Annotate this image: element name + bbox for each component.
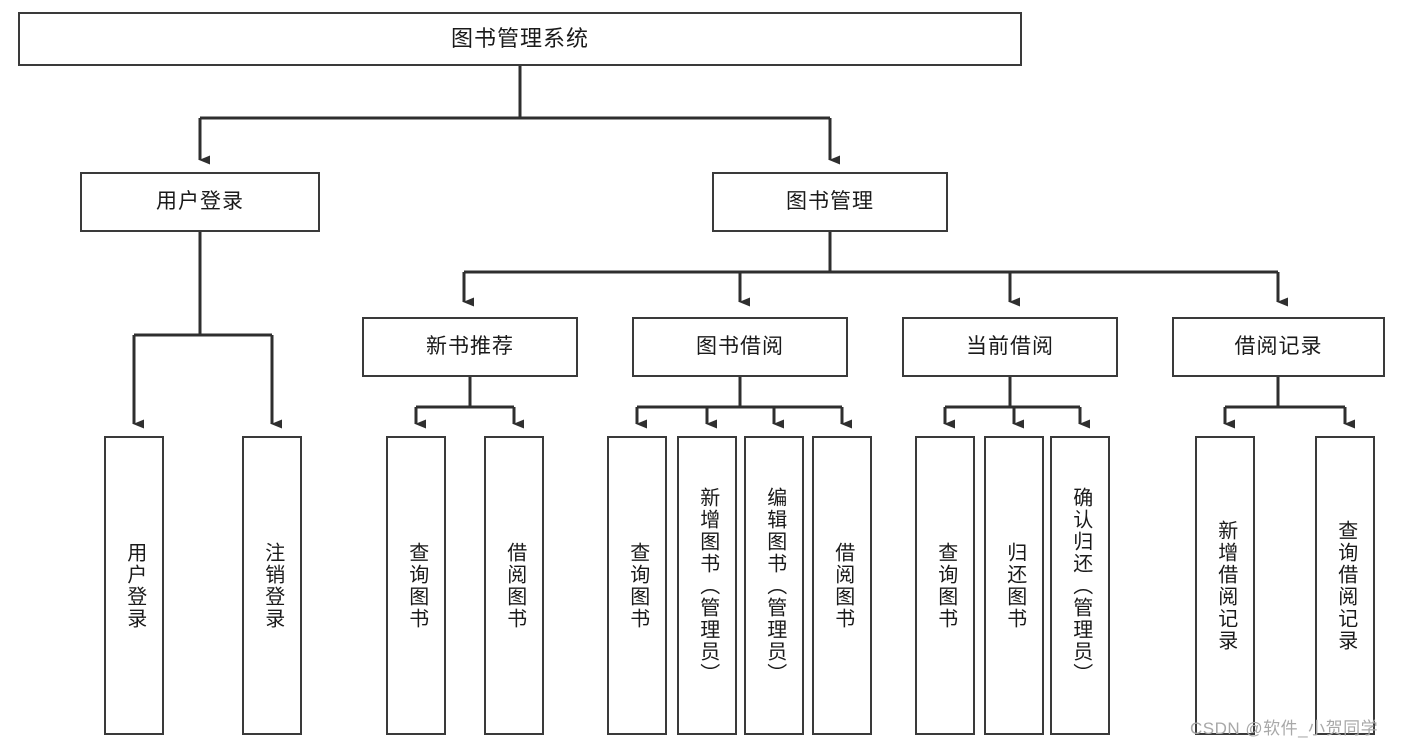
node-label: 编辑图书（管理员）: [763, 486, 786, 685]
node-leaf-borrow-book-1[interactable]: 借阅图书: [484, 436, 544, 735]
node-label: 归还图书: [1003, 541, 1026, 630]
node-user-login[interactable]: 用户登录: [80, 172, 320, 232]
node-leaf-query-book-1[interactable]: 查询图书: [386, 436, 446, 735]
node-label: 借阅图书: [831, 541, 854, 630]
node-root-system[interactable]: 图书管理系统: [18, 12, 1022, 66]
node-leaf-add-book[interactable]: 新增图书（管理员）: [677, 436, 737, 735]
node-leaf-edit-book[interactable]: 编辑图书（管理员）: [744, 436, 804, 735]
node-label: 用户登录: [123, 541, 146, 630]
node-label: 借阅图书: [503, 541, 526, 630]
node-leaf-logout-login[interactable]: 注销登录: [242, 436, 302, 735]
node-leaf-return-book[interactable]: 归还图书: [984, 436, 1044, 735]
node-label: 用户登录: [156, 189, 244, 213]
node-label: 图书借阅: [696, 334, 784, 358]
node-book-management[interactable]: 图书管理: [712, 172, 948, 232]
node-leaf-query-book-2[interactable]: 查询图书: [607, 436, 667, 735]
watermark-text: CSDN @软件_小贺同学: [1190, 719, 1379, 738]
node-label: 查询借阅记录: [1334, 519, 1357, 652]
node-label: 当前借阅: [966, 334, 1054, 358]
node-borrow-record[interactable]: 借阅记录: [1172, 317, 1385, 377]
node-label: 注销登录: [261, 541, 284, 630]
node-label: 借阅记录: [1234, 334, 1323, 358]
node-label: 新增图书（管理员）: [696, 486, 719, 685]
node-label: 新增借阅记录: [1214, 519, 1237, 652]
node-label: 查询图书: [626, 541, 649, 630]
node-leaf-add-borrow-record[interactable]: 新增借阅记录: [1195, 436, 1255, 735]
node-label: 确认归还（管理员）: [1069, 486, 1092, 685]
node-current-borrow[interactable]: 当前借阅: [902, 317, 1118, 377]
node-label: 图书管理: [786, 189, 874, 213]
node-leaf-query-book-3[interactable]: 查询图书: [915, 436, 975, 735]
node-label: 新书推荐: [426, 334, 514, 358]
node-leaf-user-login[interactable]: 用户登录: [104, 436, 164, 735]
node-leaf-borrow-book-2[interactable]: 借阅图书: [812, 436, 872, 735]
node-book-borrow[interactable]: 图书借阅: [632, 317, 848, 377]
node-leaf-query-borrow-record[interactable]: 查询借阅记录: [1315, 436, 1375, 735]
node-leaf-confirm-return[interactable]: 确认归还（管理员）: [1050, 436, 1110, 735]
node-label: 图书管理系统: [450, 26, 589, 52]
node-label: 查询图书: [405, 541, 428, 630]
node-new-book-recommend[interactable]: 新书推荐: [362, 317, 578, 377]
node-label: 查询图书: [934, 541, 957, 630]
